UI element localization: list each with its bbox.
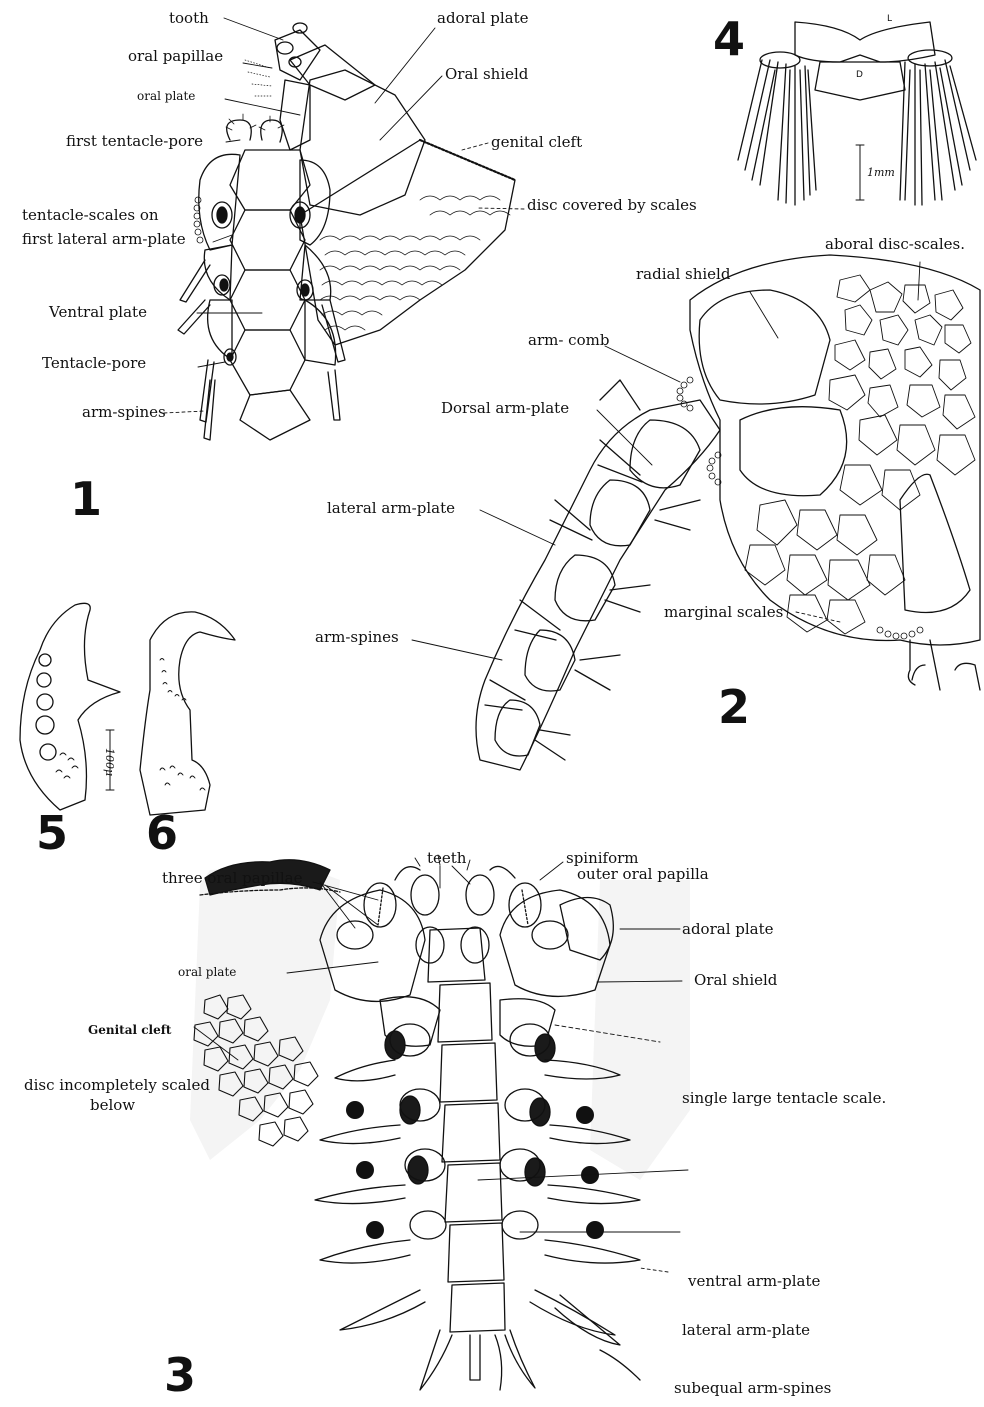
fig3-label-lateral-arm-plate: lateral arm-plate	[682, 1322, 810, 1339]
figure-number-3: 3	[164, 1350, 196, 1400]
fig2-label-marginal-scales: marginal scales	[664, 604, 783, 621]
fig1-arm-spines	[178, 260, 345, 440]
fig3-label-genital-cleft: Genital cleft	[88, 1022, 171, 1039]
fig3-disc-stipple	[190, 865, 690, 1180]
fig4-label-d: D	[856, 70, 863, 80]
figure-1-drawing	[178, 23, 515, 440]
fig3-label-oral-plate: oral plate	[178, 964, 236, 981]
fig1-oral-papillae	[277, 23, 307, 67]
fig1-label-arm-spines: arm-spines	[82, 404, 166, 421]
fig2-label-arm-comb: arm- comb	[528, 332, 609, 349]
fig3-label-three-oral-papillae: three oral papillae	[162, 870, 302, 887]
figure-number-6: 6	[146, 808, 178, 858]
fig2-label-radial-shield: radial shield	[636, 266, 730, 283]
fig3-ventral-arm-plates	[428, 928, 505, 1332]
fig1-label-ventral-plate: Ventral plate	[49, 304, 147, 321]
fig1-label-oral-plate: oral plate	[137, 88, 195, 105]
fig1-label-oral-shield: Oral shield	[445, 66, 528, 83]
figure-number-2: 2	[718, 682, 750, 732]
fig3-label-disc-incompletely-scaled: disc incompletely scaled	[24, 1077, 210, 1094]
fig1-adoral-plate	[290, 45, 375, 100]
fig3-label-single-large-tentacle-scale: single large tentacle scale.	[682, 1090, 886, 1107]
fig1-label-tentacle-scales-2: first lateral arm-plate	[22, 231, 186, 248]
fig3-label-oral-shield: Oral shield	[694, 972, 777, 989]
fig3-jaws-teeth-papillae	[337, 855, 568, 963]
fig3-oral-shield-right	[500, 890, 610, 996]
fig1-disc-scales	[320, 196, 510, 330]
fig4-left-spines	[738, 52, 816, 205]
fig2-arm-outline	[476, 400, 720, 770]
fig3-label-below: below	[90, 1097, 135, 1114]
fig2-arm-spines	[485, 380, 700, 760]
fig2-aboral-disc-scales	[745, 275, 975, 634]
fig3-label-subequal-arm-spines: subequal arm-spines	[674, 1380, 831, 1397]
fig4-right-spines	[900, 50, 976, 205]
fig1-disc-outline	[300, 140, 515, 345]
figure-3-drawing	[190, 855, 690, 1390]
fig5-scale-label: 100μ	[103, 748, 116, 776]
fig3-label-ventral-arm-plate: ventral arm-plate	[688, 1273, 820, 1290]
figure-6-drawing	[140, 612, 235, 815]
fig2-label-lateral-arm-plate: lateral arm-plate	[327, 500, 455, 517]
figure-5-drawing	[20, 603, 120, 810]
fig1-ventral-plate-3	[230, 330, 305, 395]
figure-4-drawing	[738, 22, 976, 205]
fig1-label-tooth: tooth	[169, 10, 209, 27]
fig1-label-adoral-plate: adoral plate	[437, 10, 529, 27]
fig2-disc-outline	[690, 255, 980, 645]
fig1-ventral-plate-1	[230, 210, 305, 270]
fig2-label-arm-spines: arm-spines	[315, 629, 399, 646]
fig1-first-tentacle-pore	[227, 120, 283, 142]
fig2-label-dorsal-arm-plate: Dorsal arm-plate	[441, 400, 569, 417]
fig2-dorsal-arm-plate-2	[590, 480, 650, 546]
fig1-label-disc-covered-by-scales: disc covered by scales	[527, 197, 697, 214]
figure-number-1: 1	[70, 474, 102, 524]
fig1-label-tentacle-scales-1: tentacle-scales on	[22, 207, 159, 224]
fig1-label-genital-cleft: genital cleft	[491, 134, 582, 151]
fig1-label-tentacle-pore: Tentacle-pore	[42, 355, 146, 372]
fig2-label-aboral-disc-scales: aboral disc-scales.	[825, 236, 965, 253]
fig4-scale-label: 1mm	[867, 166, 895, 179]
fig3-label-adoral-plate: adoral plate	[682, 921, 774, 938]
fig3-tentacle-scale-plates	[390, 1024, 550, 1239]
fig4-label-l: L	[887, 14, 892, 24]
fig1-label-first-tentacle-pore: first tentacle-pore	[66, 133, 203, 150]
fig2-radial-shield	[699, 290, 830, 404]
fig1-label-oral-papillae: oral papillae	[128, 48, 223, 65]
fig3-tentacle-scales	[385, 1031, 555, 1186]
fig4-oral-shield-D	[815, 62, 905, 100]
fig3-label-spiniform-2: outer oral papilla	[577, 866, 709, 883]
figure-number-5: 5	[36, 808, 68, 858]
fig3-label-teeth: teeth	[427, 850, 466, 867]
figure-number-4: 4	[713, 14, 745, 64]
fig1-ventral-plate-2	[230, 270, 305, 330]
